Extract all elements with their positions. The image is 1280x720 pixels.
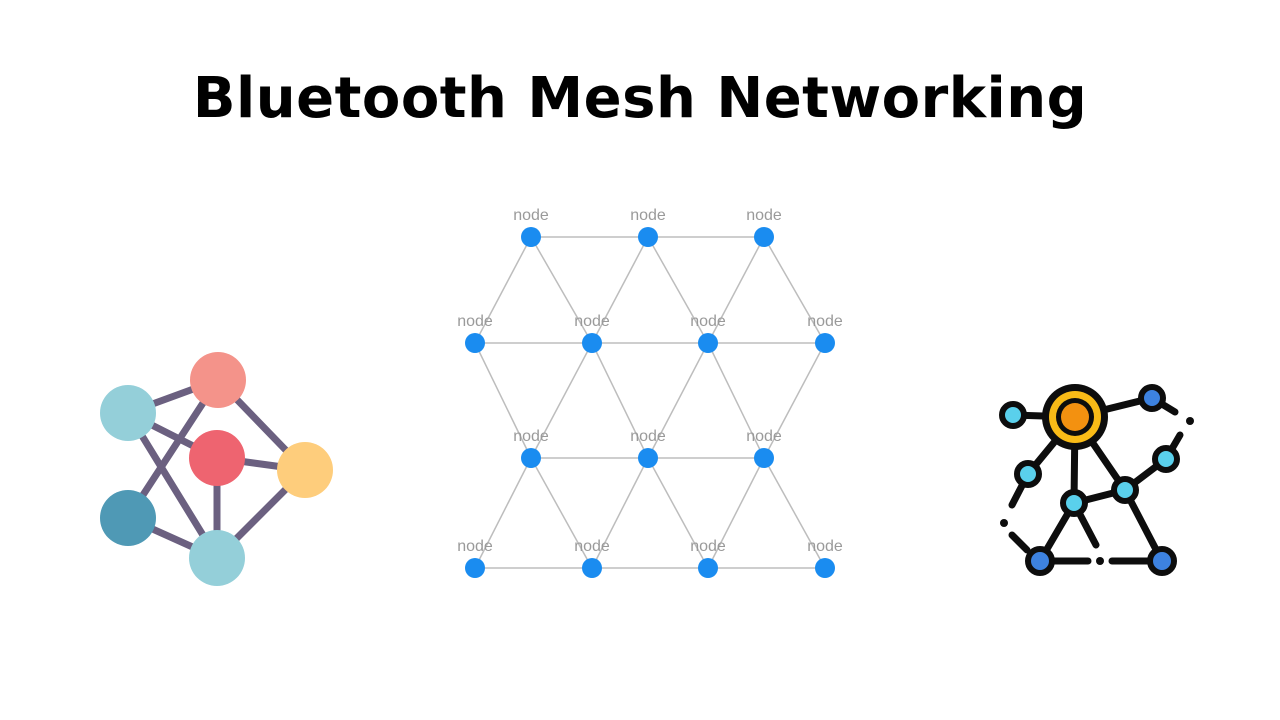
node-label: node [574,313,610,330]
mesh-edge [530,457,593,569]
node-dot [815,558,835,578]
node-dot [521,448,541,468]
dot [1000,519,1008,527]
mesh-node: node [457,313,493,353]
mesh-node: node [746,207,782,247]
cyan-node [1060,489,1088,517]
node-label: node [457,538,493,555]
mesh-edge [474,342,532,459]
node-dot [698,558,718,578]
blue-node [1147,546,1177,576]
mesh-node: node [574,538,610,578]
mesh-edge [763,457,826,569]
mesh-edge [707,457,765,569]
node-dot [754,227,774,247]
mesh-node: node [630,428,666,468]
mesh-edge [530,236,593,344]
mesh-edge [707,342,765,459]
network-hub-icon [999,384,1194,576]
mesh-edges [474,236,826,569]
node-dot [465,333,485,353]
yellow-node [277,442,333,498]
hub-small-nodes [999,384,1180,576]
node-dot [638,448,658,468]
light-blue-node [100,385,156,441]
node-dot [582,558,602,578]
salmon-node [190,352,246,408]
node-label: node [630,207,666,224]
blue-node [1138,384,1166,412]
node-dot [754,448,774,468]
node-label: node [574,538,610,555]
mesh-node: node [807,313,843,353]
node-label: node [690,313,726,330]
node-label: node [746,207,782,224]
mesh-edge [591,342,649,459]
light-blue-node-bottom [189,530,245,586]
node-label: node [513,428,549,445]
cyan-node [1152,445,1180,473]
teal-node [100,490,156,546]
mesh-edge [591,457,649,569]
network-nodes-icon [100,352,333,586]
mesh-node: node [746,428,782,468]
mesh-edge [647,236,709,344]
page-title: Bluetooth Mesh Networking [192,66,1088,131]
mesh-node: node [690,538,726,578]
node-label: node [513,207,549,224]
mesh-edge [763,342,826,459]
mesh-edge [474,236,532,344]
node-label: node [807,538,843,555]
mesh-edge [647,342,709,459]
node-dot [465,558,485,578]
node-label: node [746,428,782,445]
node-dot [582,333,602,353]
mesh-node: node [807,538,843,578]
mesh-node: node [513,207,549,247]
blue-node [1025,546,1055,576]
node-label: node [457,313,493,330]
mesh-edge [647,457,709,569]
mesh-node: node [457,538,493,578]
node-label: node [690,538,726,555]
node-dot [698,333,718,353]
node-label: node [630,428,666,445]
mesh-node: node [630,207,666,247]
mesh-edge [474,457,532,569]
mesh-edge [530,342,593,459]
mesh-edge [707,236,765,344]
node-label: node [807,313,843,330]
node-dot [638,227,658,247]
mesh-node: node [513,428,549,468]
cyan-node [1014,460,1042,488]
node-dot [815,333,835,353]
dot [1096,557,1104,565]
node-dot [521,227,541,247]
red-node [189,430,245,486]
mesh-edge [591,236,649,344]
dot [1186,417,1194,425]
hub-core [1061,403,1089,431]
cyan-node [999,401,1027,429]
cyan-node [1111,476,1139,504]
mesh-node: node [690,313,726,353]
mesh-node: node [574,313,610,353]
mesh-diagram: node node node node node node node node node node… [457,207,843,578]
mesh-edge [763,236,826,344]
